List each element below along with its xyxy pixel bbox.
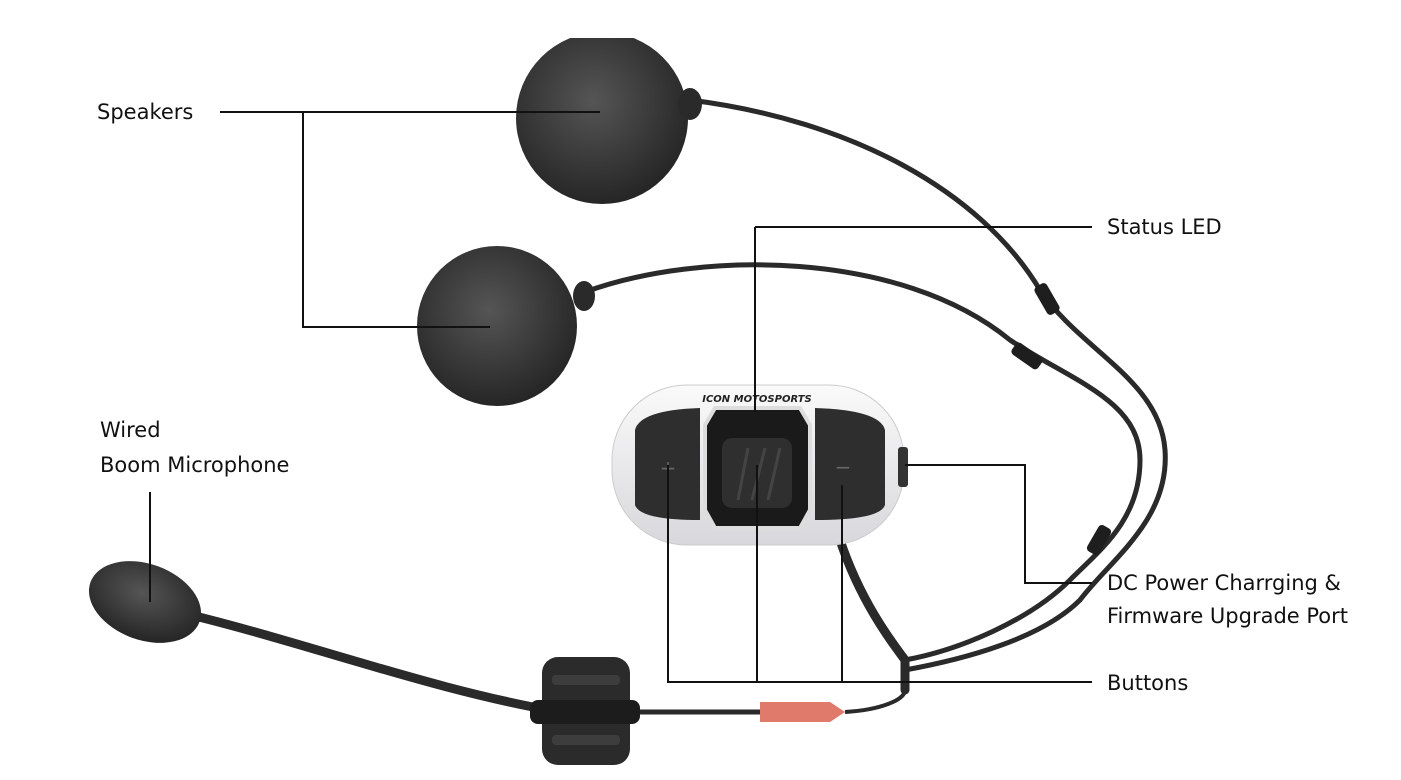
speaker-cables xyxy=(582,97,1168,695)
dc-port xyxy=(898,447,908,487)
label-speakers: Speakers xyxy=(97,100,193,124)
cable-connector xyxy=(1034,283,1060,315)
speaker-top xyxy=(516,38,702,204)
boom-microphone xyxy=(88,561,907,765)
cable-connector xyxy=(1086,524,1112,556)
label-dc-line2: Firmware Upgrade Port xyxy=(1107,604,1348,628)
red-connector xyxy=(760,702,845,722)
label-mic-line1: Wired xyxy=(100,418,161,442)
label-buttons: Buttons xyxy=(1107,671,1188,695)
logo-icon xyxy=(736,447,782,501)
leader-lines xyxy=(149,111,1092,683)
label-dc-line1: DC Power Charrging & xyxy=(1107,571,1341,595)
speaker-bottom xyxy=(417,246,595,406)
communicator-device: ICON MOTOSPORTS + − xyxy=(611,384,908,546)
plus-button[interactable] xyxy=(635,408,700,520)
device-brand: ICON MOTOSPORTS xyxy=(702,394,812,405)
minus-icon: − xyxy=(835,455,852,479)
label-status-led: Status LED xyxy=(1107,215,1222,239)
minus-button[interactable] xyxy=(815,408,885,520)
label-mic-line2: Boom Microphone xyxy=(100,453,289,477)
cable-connector xyxy=(1011,342,1043,370)
